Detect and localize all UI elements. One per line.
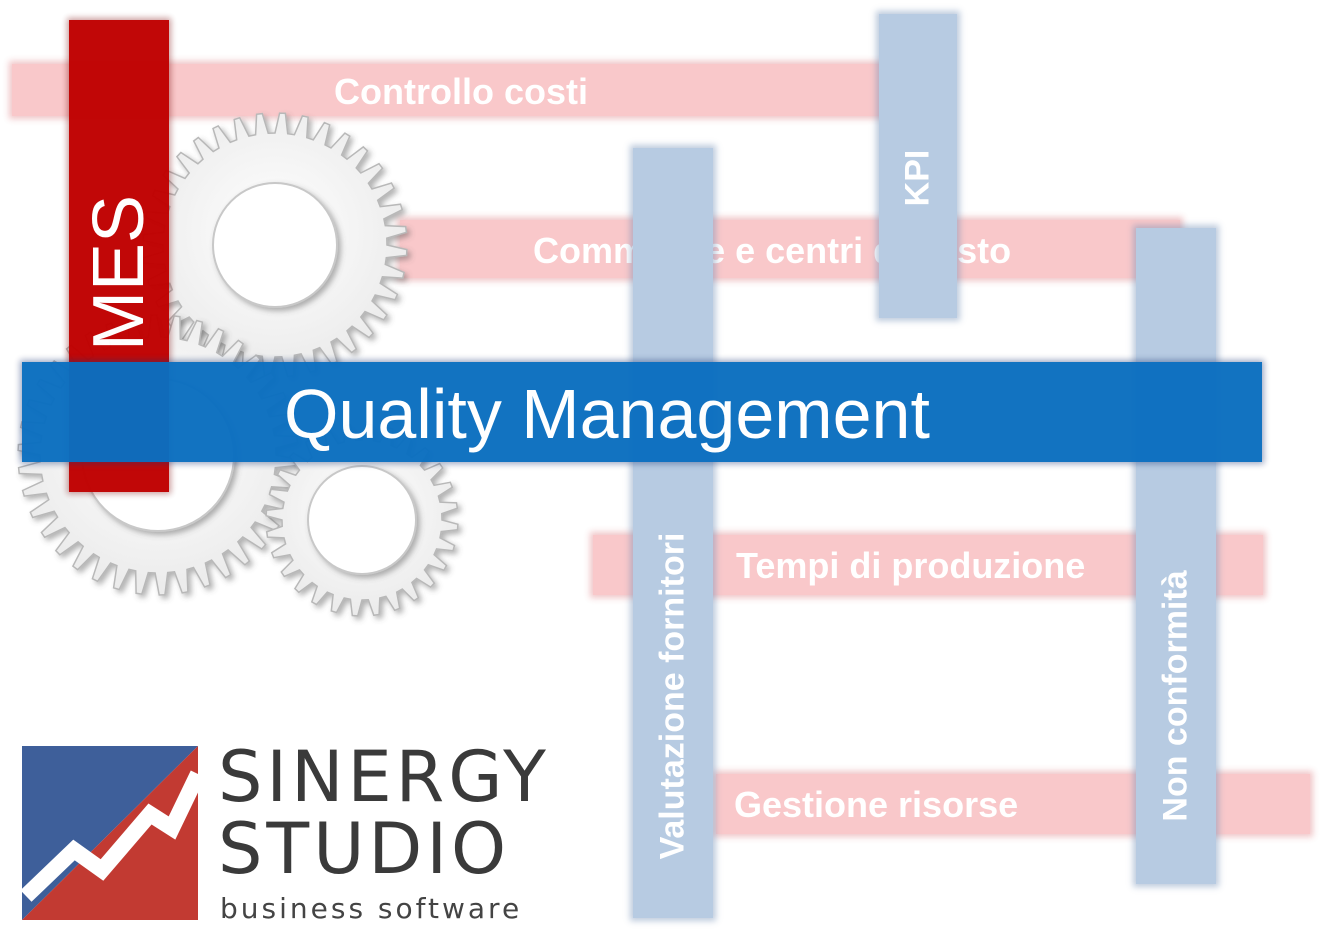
bar-controllo-costi-label: Controllo costi (334, 71, 588, 112)
gear-icon (142, 112, 408, 378)
bar-quality-management: Quality Management (22, 362, 1262, 462)
bar-valutazione-label: Valutazione fornitori (653, 532, 692, 860)
bar-quality-management-label: Quality Management (284, 375, 930, 453)
logo-line2: STUDIO (218, 808, 511, 890)
sinergy-logo-icon (22, 746, 198, 920)
bar-non-conformita: Non conformità (1136, 228, 1216, 884)
bar-tempi-label: Tempi di produzione (736, 545, 1086, 586)
bar-kpi-label: KPI (898, 149, 937, 207)
bar-kpi: KPI (879, 14, 957, 318)
bar-valutazione: Valutazione fornitori (633, 148, 713, 918)
company-logo: SINERGY STUDIO business software (22, 736, 582, 926)
bar-gestione-label: Gestione risorse (734, 784, 1019, 825)
bar-mes-label: MES (79, 194, 159, 352)
bar-non-conformita-label: Non conformità (1156, 570, 1195, 822)
logo-tagline: business software (220, 892, 523, 925)
logo-line1: SINERGY (218, 736, 550, 818)
